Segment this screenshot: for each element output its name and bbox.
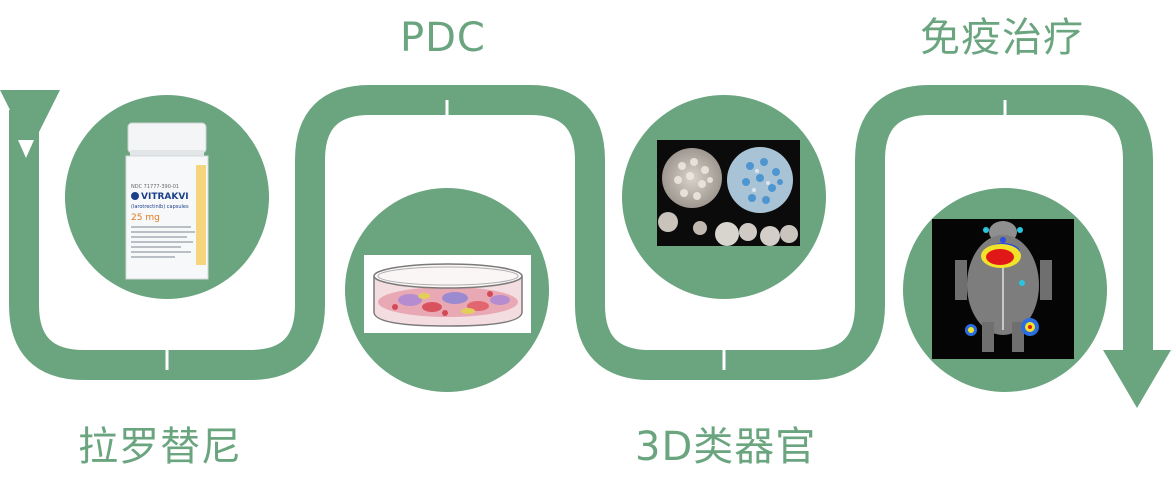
bottle-generic-text: (larotrectinib) capsules xyxy=(131,204,189,210)
end-arrow-icon xyxy=(1103,350,1171,408)
bottle-dose-text: 25 mg xyxy=(131,213,160,223)
organoid-micrograph-icon xyxy=(657,140,800,246)
start-arrow-icon xyxy=(0,90,60,150)
mouse-imaging-icon xyxy=(932,219,1074,359)
step-3-circle xyxy=(622,95,826,299)
step-2-circle xyxy=(345,188,549,392)
petri-dish-icon xyxy=(364,255,531,333)
step-1-label: 拉罗替尼 xyxy=(78,424,242,470)
step-2-label: PDC xyxy=(400,15,486,61)
step-4-circle xyxy=(903,188,1107,392)
drug-bottle-icon: NDC 71777-390-01 VITRAKVI (larotrectinib… xyxy=(125,122,209,280)
step-4-label: 免疫治疗 xyxy=(920,15,1084,61)
serpentine-path xyxy=(9,85,1153,380)
step-1-circle: NDC 71777-390-01 VITRAKVI (larotrectinib… xyxy=(65,95,269,299)
start-arrow-notch xyxy=(18,140,34,158)
step-3-label: 3D类器官 xyxy=(635,424,817,470)
bottle-ndc-text: NDC 71777-390-01 xyxy=(131,184,179,190)
bottle-brand-text: VITRAKVI xyxy=(141,192,189,202)
